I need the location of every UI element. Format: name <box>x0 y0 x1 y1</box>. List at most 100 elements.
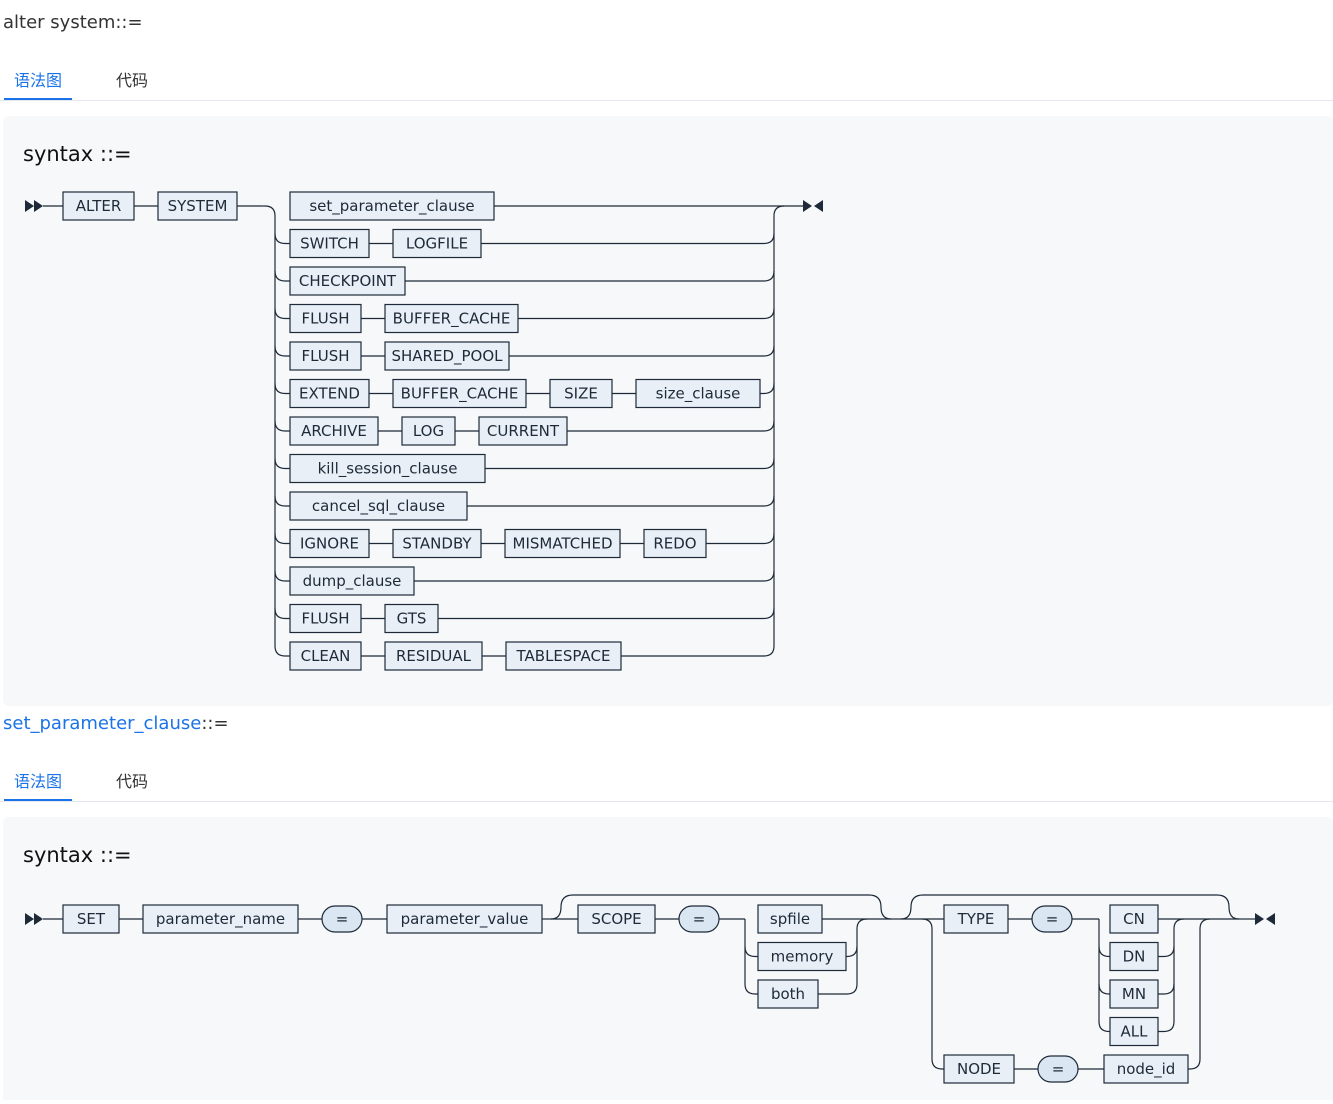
connector-path <box>509 345 775 357</box>
syntax-label: TABLESPACE <box>516 647 611 665</box>
syntax-label: FLUSH <box>301 347 349 365</box>
connector-path <box>846 946 858 958</box>
connector-path <box>274 308 290 320</box>
syntax-label: BUFFER_CACHE <box>393 310 511 329</box>
syntax-box <box>757 979 819 1009</box>
section-title-set-parameter-clause: set_parameter_clause::= <box>3 713 229 734</box>
syntax-label: dump_clause <box>303 572 402 591</box>
syntax-box <box>577 904 656 934</box>
syntax-label: spfile <box>770 910 810 928</box>
connector-path <box>405 270 775 282</box>
tab-code[interactable]: 代码 <box>116 71 149 90</box>
connector-path <box>567 420 775 432</box>
tab-bar-1: 语法图 代码 <box>0 64 1333 101</box>
syntax-box <box>1109 1016 1159 1047</box>
tab-bar-2: 语法图 代码 <box>0 765 1333 802</box>
syntax-box <box>1109 941 1159 972</box>
syntax-box <box>289 266 406 296</box>
syntax-box <box>392 528 482 559</box>
syntax-label: IGNORE <box>300 535 359 553</box>
syntax-label: size_clause <box>656 385 741 404</box>
syntax-box <box>289 341 362 371</box>
syntax-label: kill_session_clause <box>318 460 458 479</box>
syntax-label: cancel_sql_clause <box>312 497 445 516</box>
connector-path <box>274 645 290 657</box>
syntax-box <box>549 378 613 409</box>
start-marker <box>25 200 43 212</box>
connector-path <box>467 495 775 507</box>
syntax-box <box>289 491 468 521</box>
connector-path <box>274 345 290 357</box>
syntax-label: CLEAN <box>301 647 351 665</box>
syntax-label: CHECKPOINT <box>299 272 397 290</box>
connector-path <box>856 918 868 984</box>
connector-path <box>1173 918 1185 1022</box>
syntax-label: parameter_value <box>401 910 529 929</box>
syntax-box <box>289 416 379 446</box>
connector-path <box>621 645 775 657</box>
connector-path <box>274 495 290 507</box>
syntax-label: both <box>771 985 805 1003</box>
syntax-label: LOG <box>413 422 444 440</box>
syntax-heading: syntax ::= <box>23 843 132 867</box>
connector-path <box>931 1058 944 1070</box>
syntax-label: ARCHIVE <box>301 422 367 440</box>
syntax-box <box>289 378 370 409</box>
syntax-label: ALTER <box>76 197 122 215</box>
syntax-label: NODE <box>957 1060 1001 1078</box>
syntax-label: MISMATCHED <box>513 535 613 553</box>
syntax-label: GTS <box>397 610 427 628</box>
syntax-box <box>757 941 847 972</box>
connector-path <box>773 205 785 646</box>
syntax-box <box>142 904 299 934</box>
syntax-label: = <box>1052 1060 1065 1078</box>
syntax-box <box>943 1054 1015 1084</box>
syntax-box <box>1109 979 1159 1009</box>
connector-path <box>1158 946 1175 958</box>
syntax-label: SIZE <box>564 385 598 403</box>
tab-diagram[interactable]: 语法图 <box>4 68 73 100</box>
connector-path <box>274 383 290 395</box>
syntax-box <box>289 641 362 671</box>
syntax-box <box>1109 904 1159 934</box>
syntax-heading: syntax ::= <box>23 142 132 166</box>
connector-path <box>744 946 758 958</box>
syntax-label: = <box>693 910 706 928</box>
set-parameter-clause-link[interactable]: set_parameter_clause <box>3 713 202 734</box>
connector-path <box>1098 946 1110 958</box>
syntax-label: DN <box>1123 948 1146 966</box>
connector-path <box>414 570 775 582</box>
syntax-label: ALL <box>1121 1023 1149 1041</box>
syntax-label: SET <box>77 910 106 928</box>
syntax-box <box>635 378 761 409</box>
connector-path <box>481 233 775 245</box>
syntax-label: REDO <box>653 535 696 553</box>
syntax-label: STANDBY <box>402 535 472 553</box>
syntax-label: CN <box>1123 910 1145 928</box>
syntax-label: BUFFER_CACHE <box>401 385 519 404</box>
connector-path <box>744 983 758 995</box>
connector-path <box>274 533 290 545</box>
syntax-box <box>757 904 823 934</box>
syntax-label: SCOPE <box>591 910 641 928</box>
syntax-box <box>289 191 495 221</box>
connector-path <box>550 894 892 920</box>
syntax-box <box>289 303 362 334</box>
syntax-box <box>478 416 568 446</box>
syntax-label: LOGFILE <box>406 235 468 253</box>
syntax-label: = <box>336 910 349 928</box>
syntax-box <box>289 528 370 559</box>
connector-path <box>274 233 290 245</box>
section-title-alter-system: alter system::= <box>3 12 143 33</box>
syntax-label: SHARED_POOL <box>391 347 503 366</box>
syntax-box <box>62 904 120 934</box>
tab-code-2[interactable]: 代码 <box>116 772 149 791</box>
connector-path <box>274 270 290 282</box>
syntax-box <box>392 228 482 259</box>
tab-diagram-2[interactable]: 语法图 <box>4 769 73 801</box>
connector-path <box>818 983 858 995</box>
syntax-box <box>943 904 1009 934</box>
